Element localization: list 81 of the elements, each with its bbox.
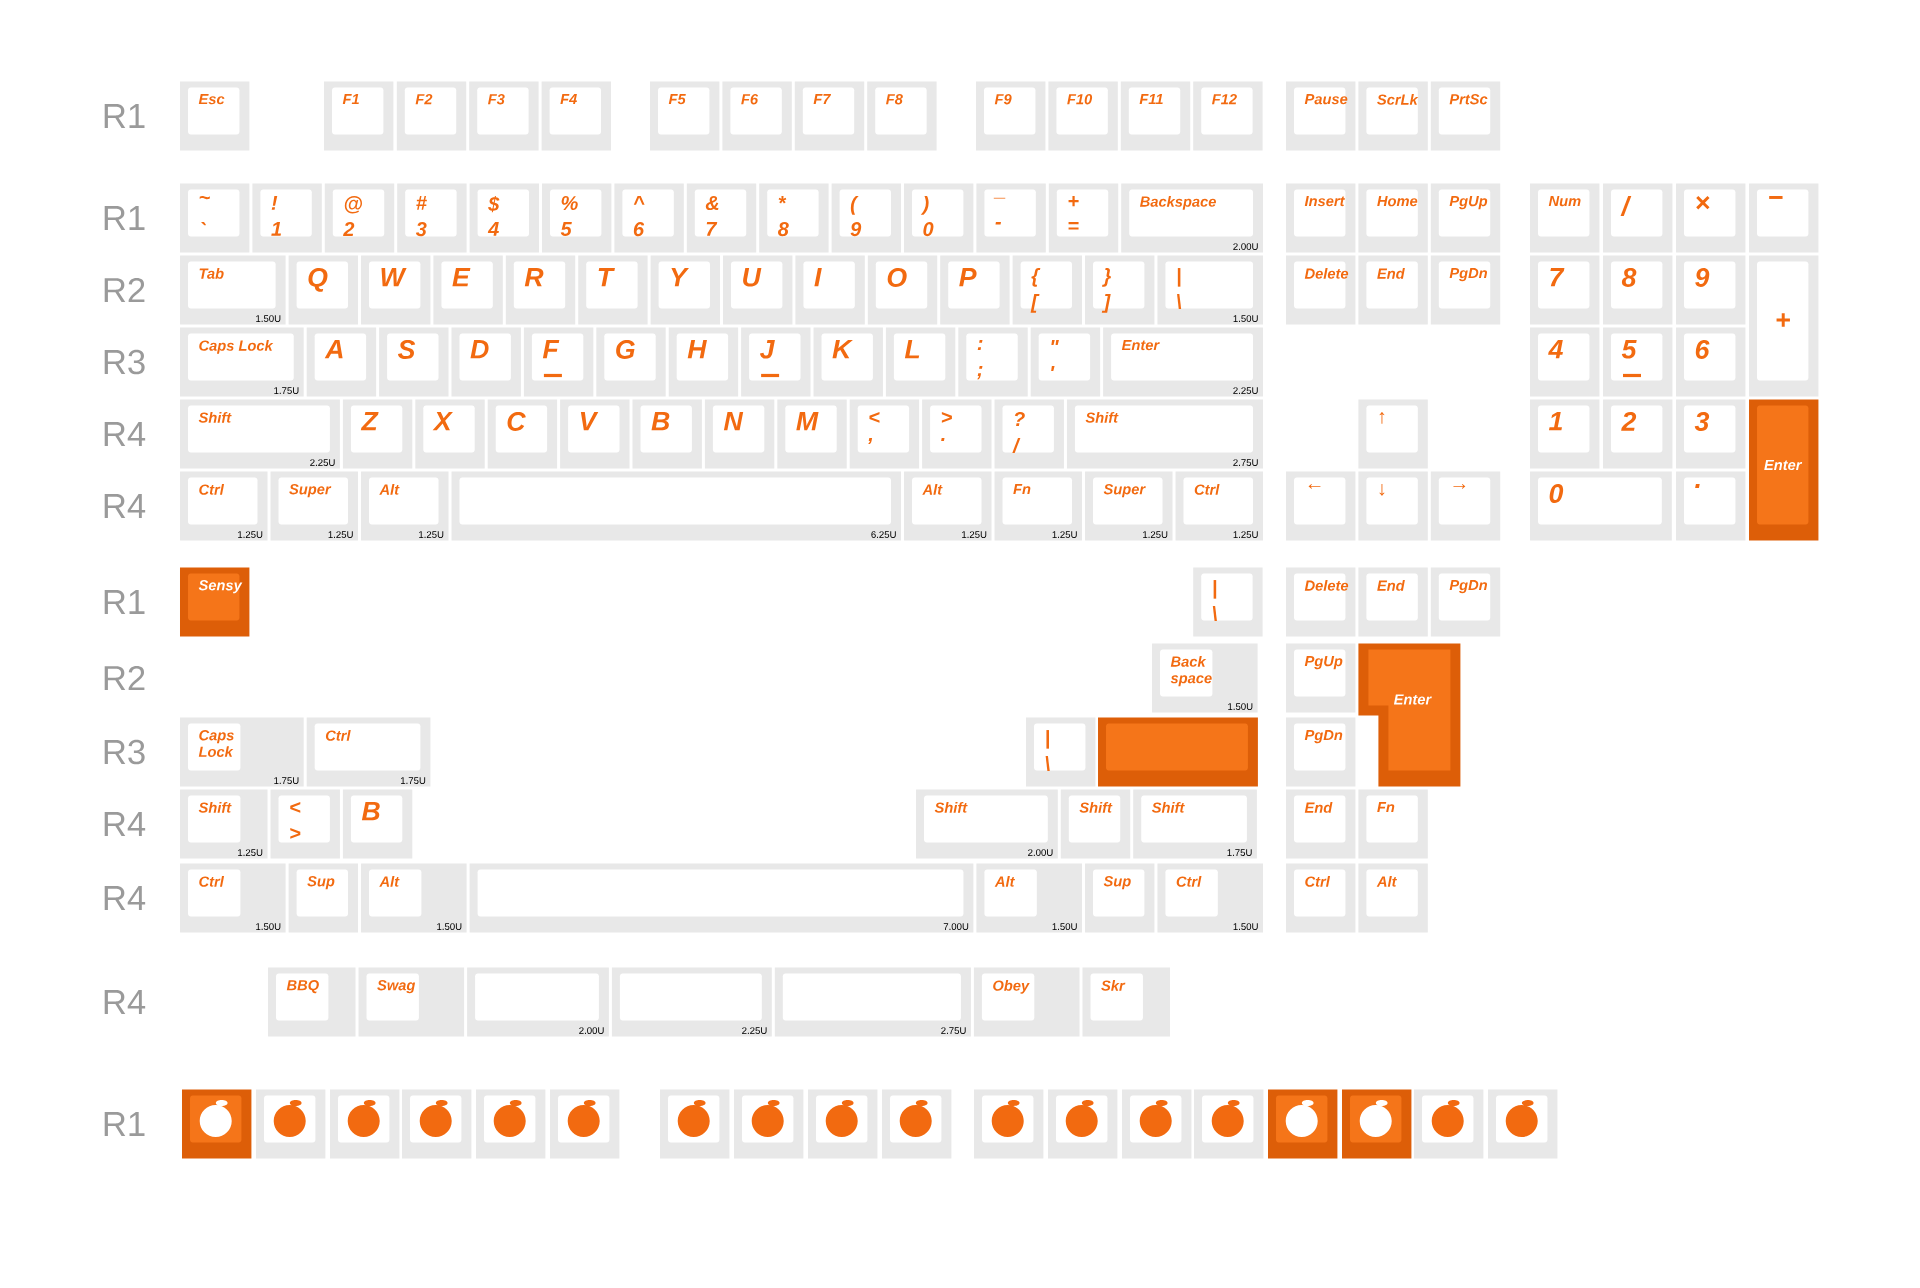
keycap: J [741, 327, 811, 397]
keycap: @ 2 [324, 183, 395, 253]
keycap: E [433, 255, 503, 325]
keycap: A [306, 327, 377, 397]
keycap: O [867, 255, 938, 325]
keycap: 6 [1676, 327, 1746, 397]
keycap: × [1676, 183, 1746, 253]
row-label: R2 [104, 665, 145, 691]
row-label: R4 [104, 812, 146, 836]
keycap: I [795, 255, 865, 325]
keycap: } ] [1085, 255, 1155, 325]
keycap: M [777, 399, 847, 469]
keycap: 4 [1530, 327, 1600, 397]
keycap: G [596, 327, 666, 397]
keycap: ) 0 [904, 183, 974, 253]
keycap: 7 [1530, 255, 1600, 325]
row-label: R1 [104, 1112, 145, 1136]
row-label: R4 [104, 494, 146, 518]
keycap: * 8 [759, 183, 829, 253]
keycap: | \ [1193, 567, 1263, 637]
keycap: S [379, 327, 449, 397]
keycap: C [487, 399, 558, 469]
row-label: R3 [104, 739, 145, 765]
keycap: . [1676, 471, 1746, 541]
row-label: R1 [104, 590, 145, 614]
row-label: R2 [104, 277, 145, 303]
keycap: T [578, 255, 648, 325]
keycap: W [361, 255, 431, 325]
keycap: { [ [1012, 255, 1083, 325]
keycap: P [940, 255, 1010, 325]
keycap: X [415, 399, 485, 469]
keycap: 5 [1603, 327, 1673, 397]
keycap: K [813, 327, 883, 397]
keycap: V [560, 399, 630, 469]
keycap: R [505, 255, 576, 325]
keycap: 9 [1676, 255, 1746, 325]
row-label: R4 [104, 886, 146, 910]
row-label: R3 [104, 349, 145, 375]
keycap: L [885, 327, 956, 397]
row-label: R1 [104, 104, 145, 128]
keycap: U [723, 255, 793, 325]
keycap: / [1603, 183, 1673, 253]
keycap: # 3 [397, 183, 467, 253]
keycap: ( 9 [831, 183, 901, 253]
keycap: 2 [1603, 399, 1673, 469]
keycap: > . [922, 399, 992, 469]
row-label: R4 [104, 990, 146, 1014]
row-label: R1 [104, 206, 145, 230]
keycap: D [451, 327, 521, 397]
keycap: _ - [976, 183, 1046, 253]
keycap: Z [342, 399, 413, 469]
keycap: B [342, 789, 413, 859]
keycap: 3 [1676, 399, 1746, 469]
keycap [1098, 717, 1258, 787]
keycap: $ 4 [469, 183, 539, 253]
keycap: → [1430, 471, 1501, 541]
keycap: ← [1286, 471, 1356, 541]
keycap: 8 [1603, 255, 1673, 325]
keycap: | \ [1026, 717, 1096, 787]
keycap: N [704, 399, 775, 469]
keycap: Y [650, 255, 721, 325]
keycap: + = [1048, 183, 1119, 253]
keycap: 1 [1530, 399, 1600, 469]
keycap: B [632, 399, 702, 469]
keycap: ↑ [1358, 399, 1428, 469]
keycap: " ' [1030, 327, 1101, 397]
keycap: H [668, 327, 739, 397]
keycap: % 5 [542, 183, 612, 253]
row-label: R4 [104, 422, 146, 446]
keycap: − [1749, 183, 1819, 253]
keycap: ! 1 [252, 183, 322, 253]
keycap: ? / [994, 399, 1064, 469]
keycap: ~ ` [180, 183, 250, 253]
keycap: ↓ [1358, 471, 1428, 541]
keycap: F [523, 327, 594, 397]
keycap: : ; [958, 327, 1028, 397]
keycap: ^ 6 [614, 183, 684, 253]
keycap: < , [849, 399, 920, 469]
keycap: Q [288, 255, 358, 325]
keycap: < > [270, 789, 340, 859]
keycap: & 7 [686, 183, 757, 253]
